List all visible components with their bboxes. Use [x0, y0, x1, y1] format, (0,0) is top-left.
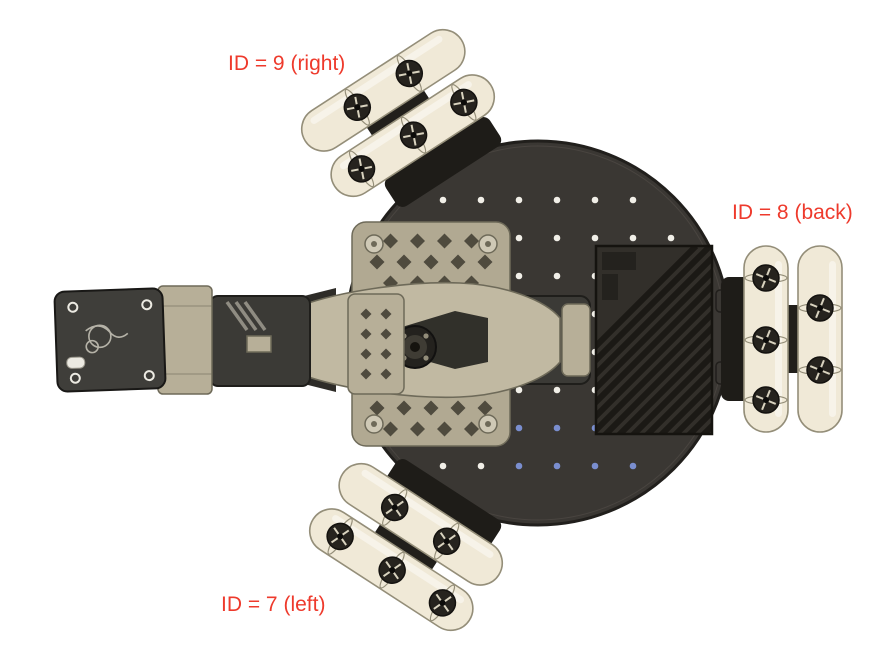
label-wheel-9-right: ID = 9 (right)	[228, 52, 346, 75]
elbow-housing	[209, 295, 311, 387]
logo-mark	[85, 324, 129, 354]
omni-wheels	[300, 28, 843, 632]
omni-wheel-7	[308, 462, 504, 632]
connector-block	[602, 252, 636, 270]
omni-wheel-8	[743, 245, 843, 433]
gripper-plate	[53, 287, 167, 393]
mount-screws	[364, 234, 498, 434]
perforated-bracket	[347, 293, 405, 395]
robot-arm	[53, 281, 591, 399]
label-wheel-7-left: ID = 7 (left)	[221, 593, 326, 616]
heatsink	[594, 244, 714, 436]
wheel-mount-bracket-9	[384, 117, 502, 207]
omni-wheel-9	[300, 28, 496, 198]
label-wheel-8-back: ID = 8 (back)	[732, 201, 853, 224]
connector-block	[602, 274, 618, 300]
gripper-slot	[66, 356, 86, 369]
bracket-cutouts	[360, 308, 392, 380]
wrist-block	[157, 285, 213, 395]
wheel-mount-bracket-7	[384, 459, 502, 549]
